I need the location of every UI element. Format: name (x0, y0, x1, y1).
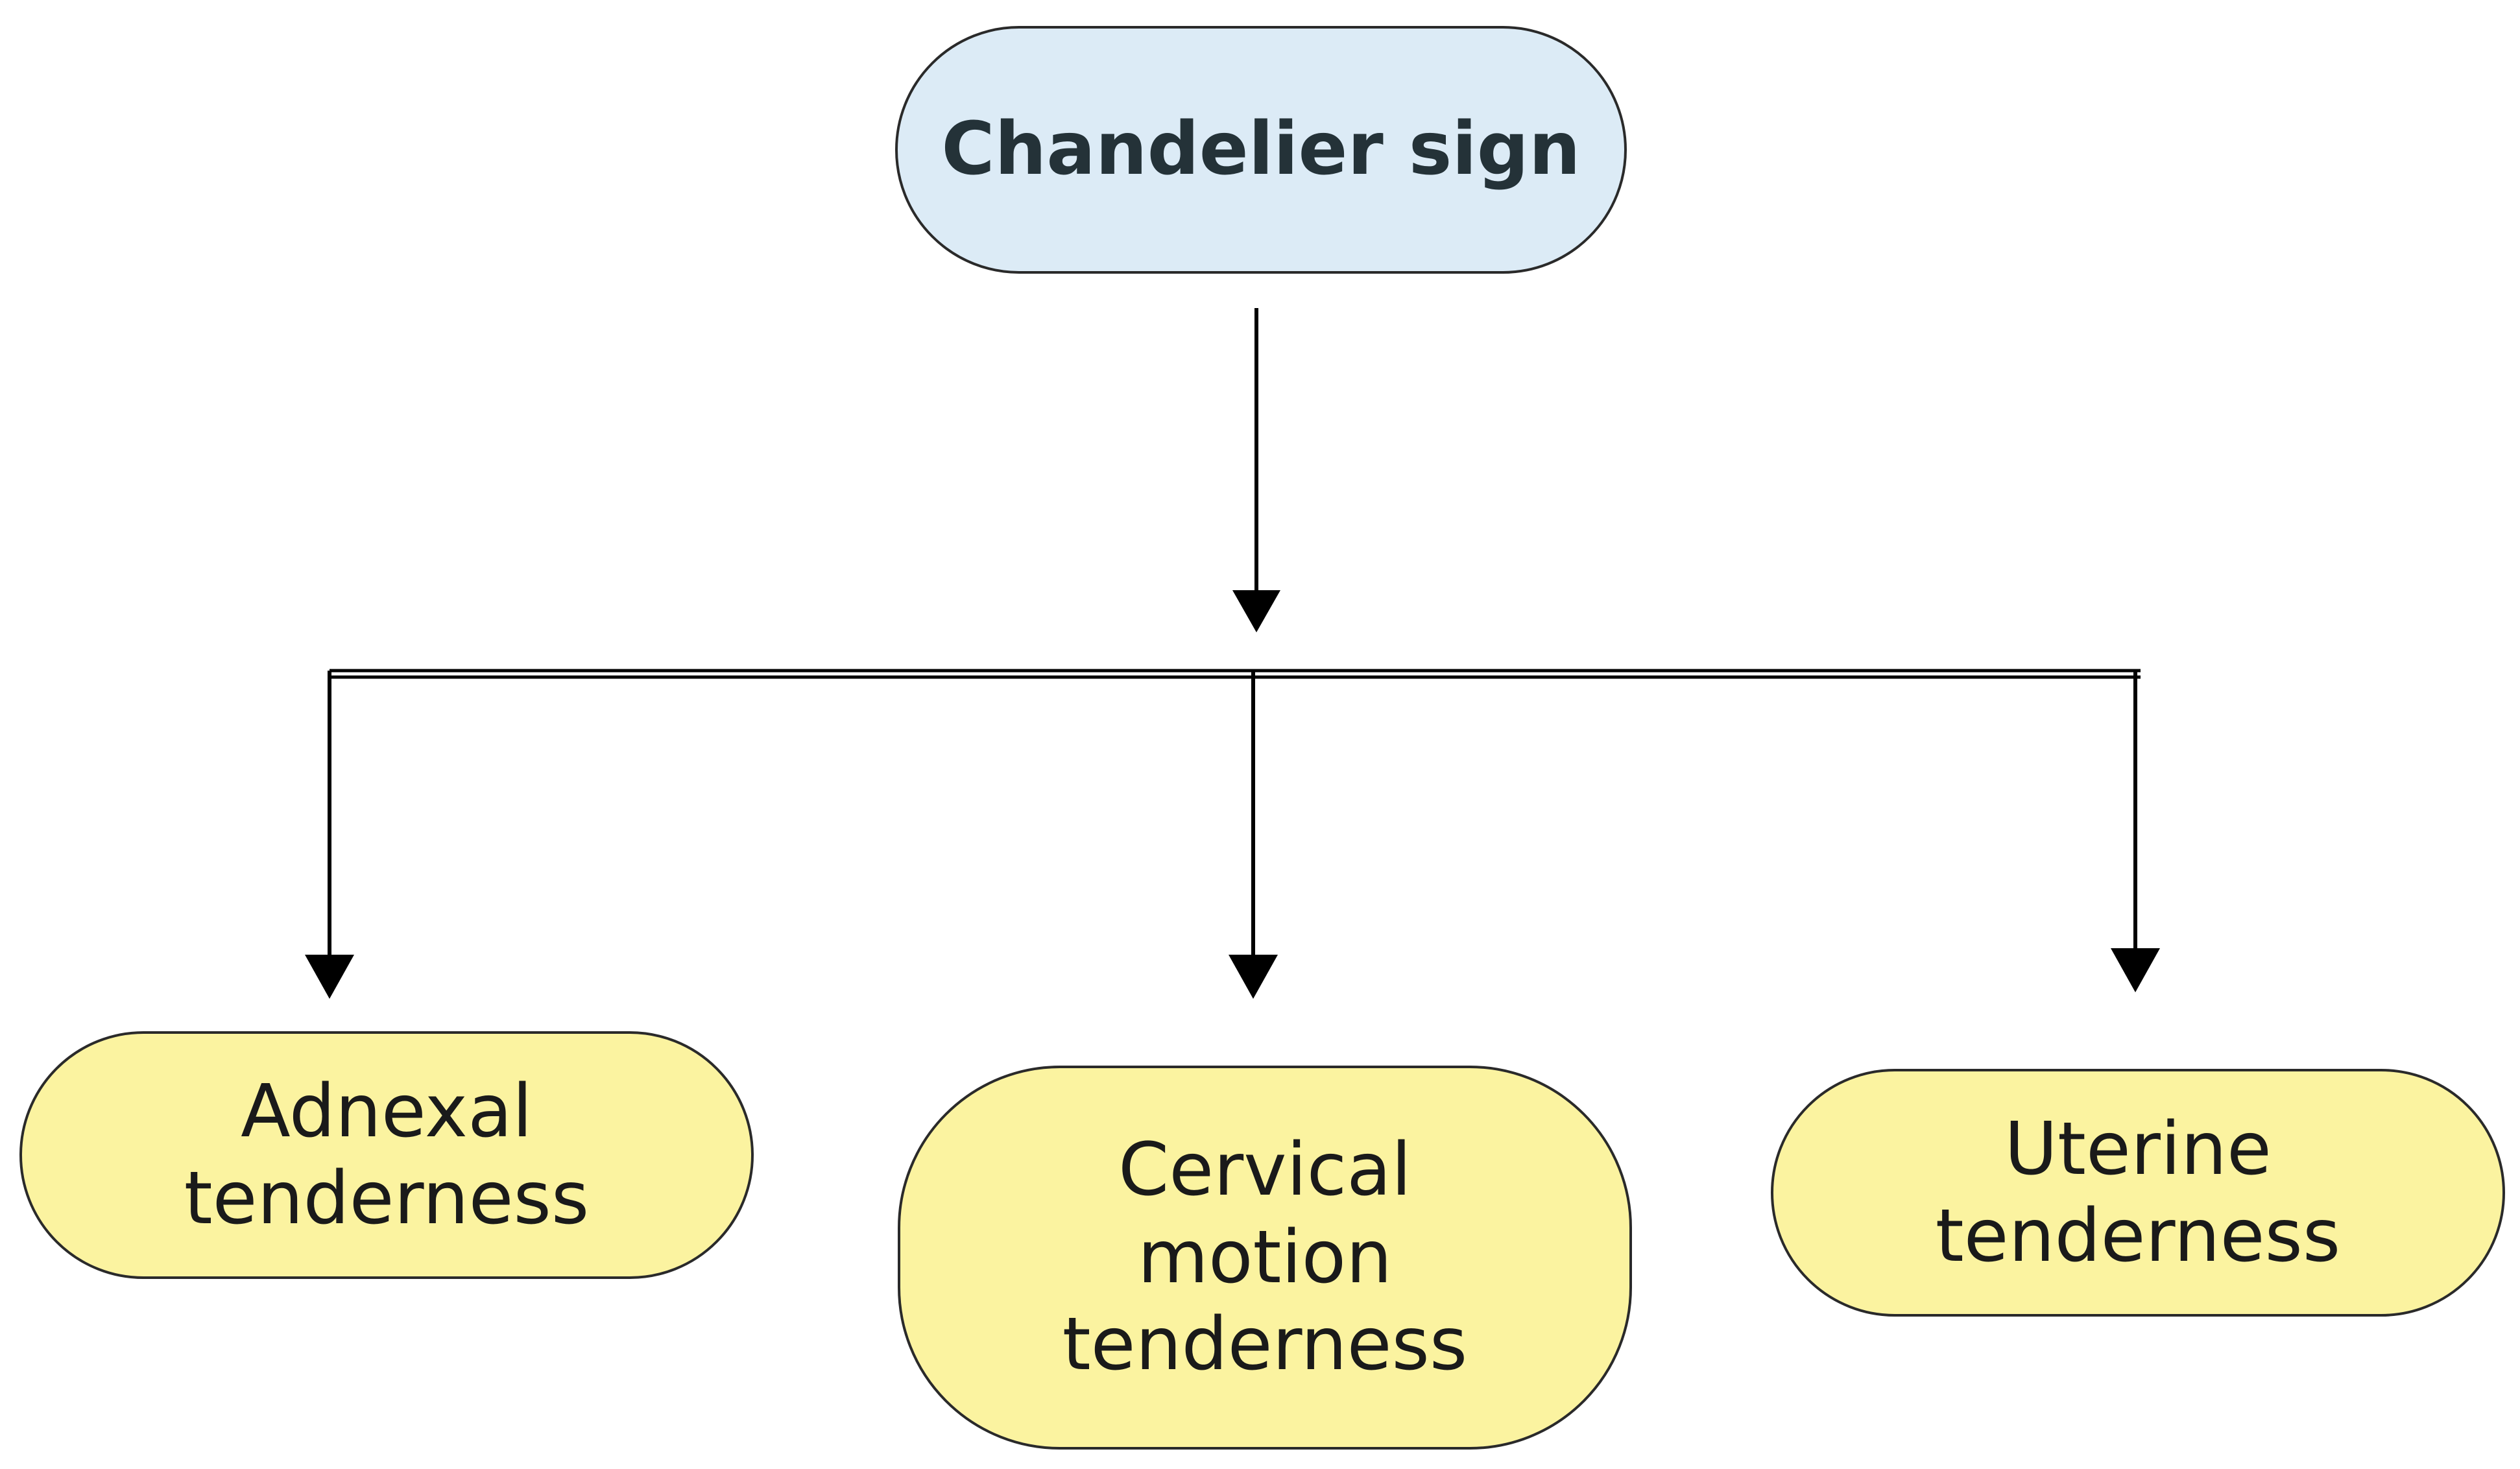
node-chandelier-sign: Chandelier sign (895, 26, 1627, 274)
node-label: Cervical motion tenderness (1062, 1128, 1468, 1387)
node-label: Chandelier sign (941, 107, 1581, 192)
node-uterine-tenderness: Uterine tenderness (1771, 1069, 2505, 1317)
branch-adnexal-arrowhead (305, 955, 354, 999)
node-label: Uterine tenderness (1935, 1106, 2341, 1278)
branch-cervical-arrowhead (1229, 955, 1278, 999)
branch-uterine-arrowhead (2111, 948, 2160, 992)
root-arrowhead (1232, 590, 1280, 632)
node-adnexal-tenderness: Adnexal tenderness (19, 1031, 754, 1279)
node-label: Adnexal tenderness (184, 1069, 590, 1241)
node-cervical-motion-tenderness: Cervical motion tenderness (898, 1066, 1632, 1450)
